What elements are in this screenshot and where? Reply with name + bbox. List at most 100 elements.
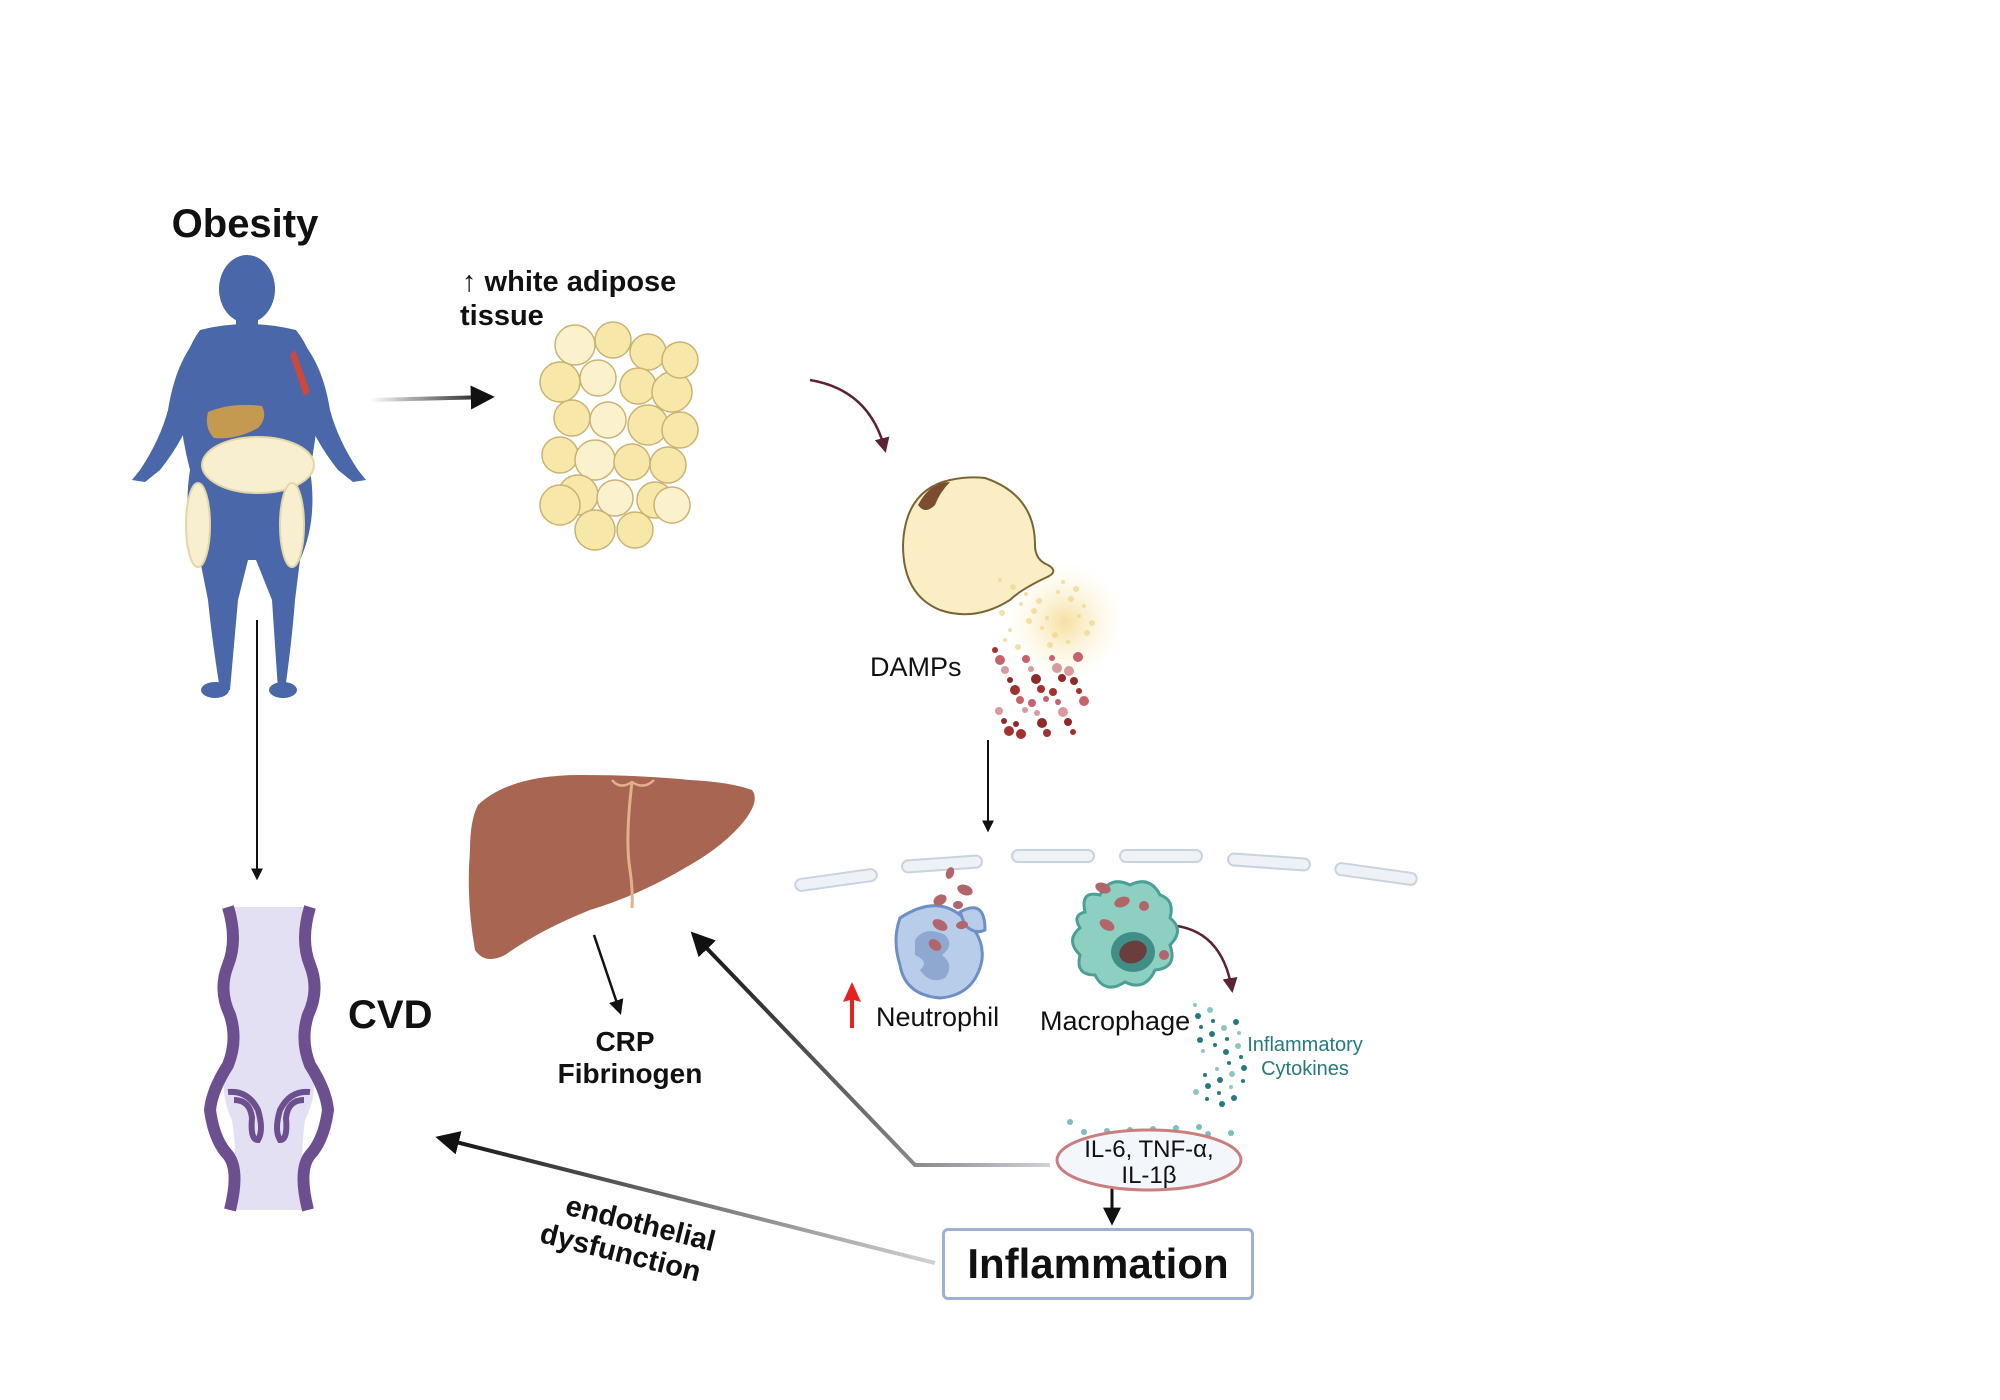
fat-droplet [1056,590,1060,594]
damp-particle [995,707,1003,715]
fat-droplet [1040,626,1044,630]
damp-particle [1010,685,1020,695]
fat-droplet [1036,598,1042,604]
cytokine-dot [1217,1077,1223,1083]
cvd-label: CVD [348,993,433,1037]
cytokine-dot [1231,1095,1237,1101]
cytokine-dot [1193,1003,1197,1007]
body-visceral-fat [201,436,315,494]
neutrophil-granules [928,867,973,951]
cytokine-dot [1219,1101,1225,1107]
fat-droplet [999,610,1005,616]
damp-particle [1043,696,1049,702]
damp-particle [1037,685,1045,693]
cytokine-dot [1211,1019,1215,1023]
arrow-obesity-to-adipose [369,385,495,410]
adipocyte [649,446,687,484]
damp-particle [992,647,998,653]
adipocyte [539,484,581,526]
body-thigh-fat-right [279,482,305,568]
fat-droplet [1015,644,1021,650]
cytokine-dot [1215,1067,1219,1071]
damp-particle [1058,674,1066,682]
adipocyte-nucleus [918,482,950,510]
damp-particle [1028,699,1036,707]
cytokine-dot [1081,1129,1087,1135]
macrophage-granules [1095,882,1169,960]
cytokine-dot [1228,1130,1234,1136]
cytokine-dot [1067,1119,1073,1125]
damp-particle [1055,699,1061,705]
damp-particles [992,578,1095,739]
damp-particle [1073,652,1083,662]
adipocyte [629,333,667,371]
cytokine-dot [1229,1085,1233,1089]
cytokine-dot [1213,1043,1217,1047]
fat-droplet [1082,604,1086,608]
adipocyte [613,443,651,481]
cytokine-dot [1193,1089,1199,1095]
damp-particle [1013,721,1019,727]
damp-particle [1031,674,1041,684]
tissue-membrane [794,849,1418,892]
damp-particle [1028,666,1034,672]
fat-droplet [1008,628,1012,632]
body-head [219,255,275,323]
cytokine-dot [1197,1037,1203,1043]
white-adipose-label-line1: ↑ white adipose [462,266,677,298]
adipocyte [619,367,657,405]
adipocyte [541,436,579,474]
body-arm-right [296,335,366,482]
adipocyte [574,439,616,481]
adipocyte [594,321,632,359]
body-arm-left [132,335,200,482]
cytokine-dot [1205,1097,1209,1101]
fat-droplet [1047,642,1053,648]
body-thigh-fat-left [185,482,211,568]
neutrophil-nucleus [915,931,950,981]
cytokine-dot [1209,1031,1215,1037]
arrow-cytokines-to-liver [690,931,1050,1167]
cytokine-dot [1199,1025,1203,1029]
dying-adipocyte [901,476,1125,682]
adipocyte [651,371,693,413]
adipocyte [589,401,627,439]
cytokine-dot [1217,1091,1221,1095]
fat-droplet [1073,586,1079,592]
neutrophil-up-arrow-icon [843,982,861,1028]
cytokine-dot [1239,1055,1243,1059]
neutrophil-cell [894,904,987,1000]
adipocyte [661,341,699,379]
damp-particle [1070,677,1078,685]
adipocyte [653,486,691,524]
fat-droplet [1052,632,1058,638]
damp-particle [1022,655,1030,663]
cytokine-dot [1207,1007,1213,1013]
inflammation-label: Inflammation [967,1240,1229,1287]
fat-droplet [1031,608,1037,614]
damp-particle [1001,718,1007,724]
damp-particle [1052,663,1062,673]
arrow-adipose-to-adipocyte [809,378,890,453]
macrophage-label: Macrophage [1040,1006,1191,1036]
vessel-valve-left [227,1088,264,1144]
damp-particle [1001,666,1009,674]
cytokine-dot [1196,1124,1202,1130]
damp-particle [1070,729,1076,735]
inflammation-box: Inflammation [942,1228,1254,1300]
fat-droplet [1010,584,1016,590]
cytokine-dot [1241,1079,1245,1083]
arrow-liver-to-crp [592,934,624,1015]
damp-particle [1022,707,1028,713]
macrophage-cell [1071,880,1179,989]
adipocyte-cell [901,476,1055,616]
cytokine-dot [1237,1031,1241,1035]
damp-particle [1049,688,1057,696]
arrow-macrophage-to-cytokines [1167,923,1238,993]
adipocyte [553,399,591,437]
adipocyte [539,361,581,403]
cytokine-dot [1205,1083,1211,1089]
neutrophil-label: Neutrophil [876,1002,1000,1032]
damp-particle [1034,710,1040,716]
damp-particle [1058,707,1068,717]
